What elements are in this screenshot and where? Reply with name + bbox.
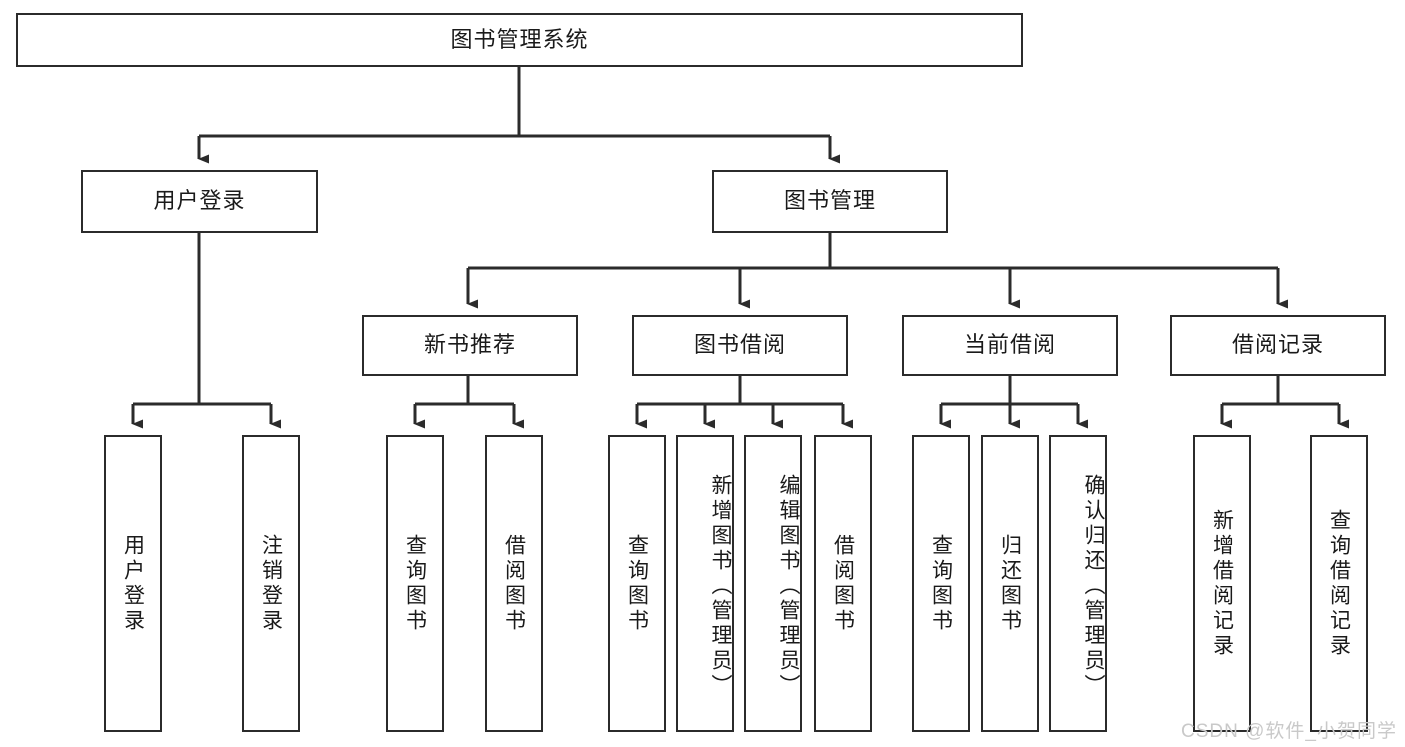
node-new-book-recommend-label: 新书推荐 xyxy=(423,332,516,358)
leaf-borrow-book-new[interactable]: 借阅图书 xyxy=(485,435,543,732)
leaf-query-book-current-label: 查询图书 xyxy=(929,533,953,634)
leaf-query-borrow-record-label: 查询借阅记录 xyxy=(1327,508,1351,659)
leaf-query-book-new-label: 查询图书 xyxy=(403,533,427,634)
leaf-query-book-borrow[interactable]: 查询图书 xyxy=(608,435,666,732)
leaf-user-login[interactable]: 用户登录 xyxy=(104,435,162,732)
node-new-book-recommend[interactable]: 新书推荐 xyxy=(362,315,578,376)
leaf-add-book-admin-label: 新增图书（管理员） xyxy=(709,474,732,699)
leaf-query-book-new[interactable]: 查询图书 xyxy=(386,435,444,732)
node-book-borrow-label: 图书借阅 xyxy=(693,332,786,358)
leaf-query-borrow-record[interactable]: 查询借阅记录 xyxy=(1310,435,1368,732)
leaf-query-book-current[interactable]: 查询图书 xyxy=(912,435,970,732)
node-root-label: 图书管理系统 xyxy=(450,26,589,52)
node-book-borrow[interactable]: 图书借阅 xyxy=(632,315,848,376)
node-root[interactable]: 图书管理系统 xyxy=(16,13,1023,67)
node-user-login[interactable]: 用户登录 xyxy=(81,170,318,233)
leaf-add-borrow-record[interactable]: 新增借阅记录 xyxy=(1193,435,1251,732)
watermark-text: CSDN @软件_小贺同学 xyxy=(1181,721,1397,742)
node-current-borrow-label: 当前借阅 xyxy=(963,332,1056,358)
node-book-management[interactable]: 图书管理 xyxy=(712,170,948,233)
leaf-confirm-return-admin[interactable]: 确认归还（管理员） xyxy=(1049,435,1107,732)
leaf-edit-book-admin[interactable]: 编辑图书（管理员） xyxy=(744,435,802,732)
node-borrow-records[interactable]: 借阅记录 xyxy=(1170,315,1386,376)
leaf-logout-label: 注销登录 xyxy=(259,533,283,634)
node-borrow-records-label: 借阅记录 xyxy=(1231,332,1324,358)
leaf-user-login-label: 用户登录 xyxy=(121,533,145,634)
leaf-confirm-return-admin-label: 确认归还（管理员） xyxy=(1082,474,1105,699)
leaf-return-book-label: 归还图书 xyxy=(998,533,1022,634)
node-current-borrow[interactable]: 当前借阅 xyxy=(902,315,1118,376)
node-user-login-label: 用户登录 xyxy=(153,188,246,214)
leaf-logout[interactable]: 注销登录 xyxy=(242,435,300,732)
leaf-borrow-book-label: 借阅图书 xyxy=(831,533,855,634)
leaf-borrow-book-new-label: 借阅图书 xyxy=(502,533,526,634)
leaf-add-borrow-record-label: 新增借阅记录 xyxy=(1210,508,1234,659)
node-book-management-label: 图书管理 xyxy=(783,188,876,214)
leaf-add-book-admin[interactable]: 新增图书（管理员） xyxy=(676,435,734,732)
leaf-edit-book-admin-label: 编辑图书（管理员） xyxy=(777,474,800,699)
leaf-borrow-book[interactable]: 借阅图书 xyxy=(814,435,872,732)
leaf-query-book-borrow-label: 查询图书 xyxy=(625,533,649,634)
leaf-return-book[interactable]: 归还图书 xyxy=(981,435,1039,732)
